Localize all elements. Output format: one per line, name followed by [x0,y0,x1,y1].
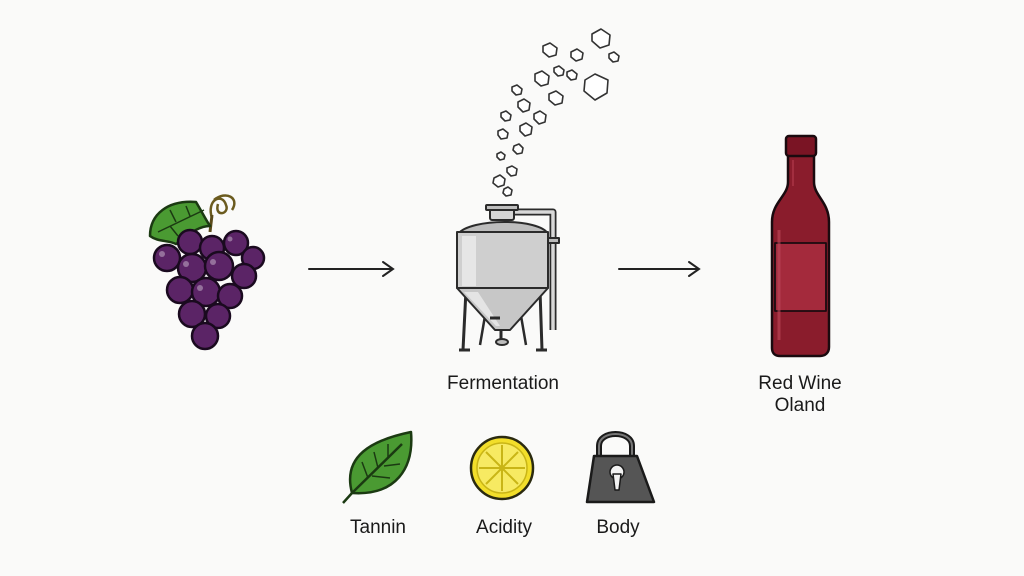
weight-icon [585,431,656,504]
arrow-right-icon [308,261,395,277]
fermentation-tank-icon [456,204,560,352]
wine-label-line1: Red Wine [758,373,842,394]
co2-bubbles-icon [492,28,620,197]
lemon-slice-icon [469,435,535,501]
leaf-icon [342,430,413,504]
arrow-right-icon [618,261,701,277]
wine-label-line2: Oland [774,395,826,416]
tannin-label: Tannin [350,517,406,538]
body-label: Body [596,517,640,538]
fermentation-label: Fermentation [447,373,559,394]
wine-bottle-icon [770,134,831,358]
acidity-label: Acidity [476,517,532,538]
grape-cluster-icon [148,194,266,351]
